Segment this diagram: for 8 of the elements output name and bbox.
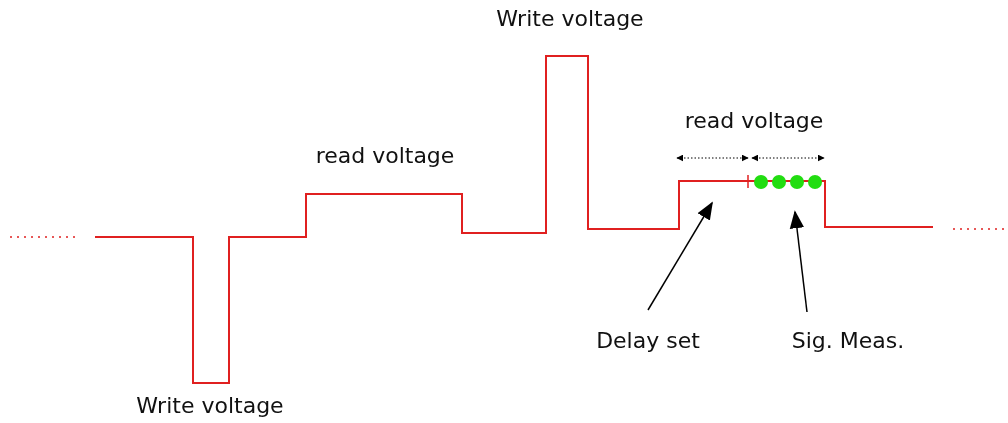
voltage-label: Write voltage [136,393,284,419]
annotation-label: Delay set [596,328,700,354]
voltage-label: read voltage [315,143,455,169]
voltage-label: read voltage [684,108,824,134]
voltage-label: Write voltage [496,6,644,32]
leader-arrow [789,210,808,313]
leader-arrow [647,201,713,311]
annotation-label: Sig. Meas. [791,328,905,354]
